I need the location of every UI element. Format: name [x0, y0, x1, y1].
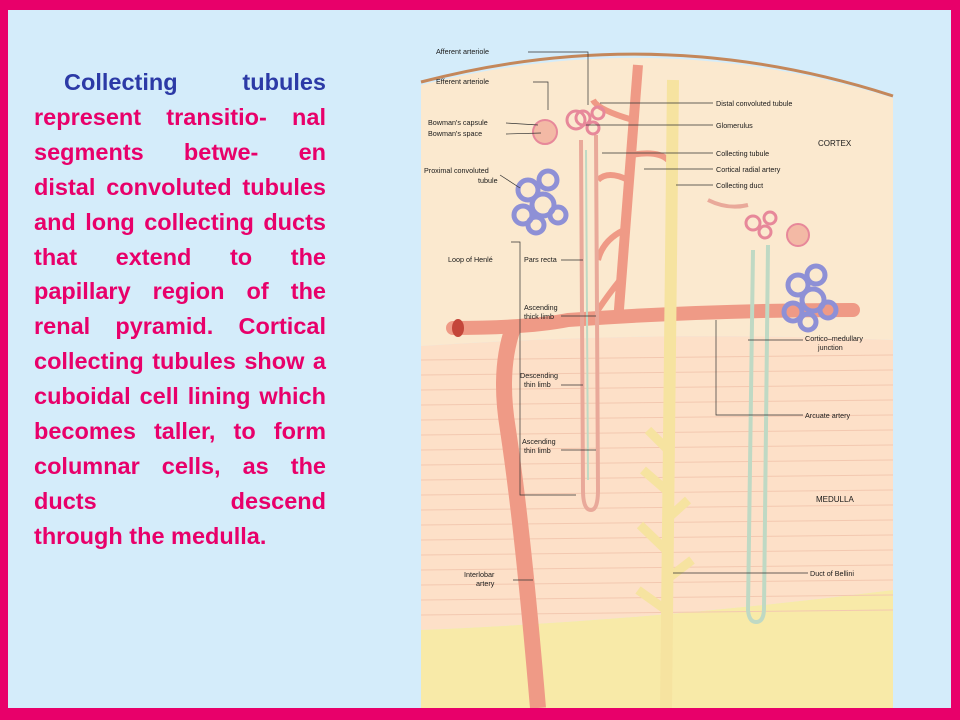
leader-lines: [499, 51, 808, 581]
nephron-diagram: Afferent arteriole Efferent arteriole Bo…: [420, 47, 894, 708]
collecting-duct-vessel: [660, 79, 679, 708]
collecting-tubule-right: [707, 198, 749, 209]
artery-cut-end: [452, 319, 464, 337]
body-text: represent transitio- nal segments betwe-…: [34, 103, 326, 514]
label-ascending-thick-1: Ascending: [524, 303, 558, 312]
label-loop-of-henle: Loop of Henlé: [448, 255, 493, 264]
renal-capsule: [420, 52, 894, 98]
cortical-radial-artery-vessel: [613, 64, 643, 323]
label-duct-of-bellini: Duct of Bellini: [810, 569, 854, 578]
glomerulus-left-2: [565, 109, 587, 131]
last-line-text: through the medulla.: [34, 522, 267, 549]
duct-branches: [635, 426, 695, 614]
label-interlobar-1: Interlobar: [464, 570, 495, 579]
label-arcuate-artery: Arcuate artery: [805, 411, 851, 420]
radial-branches: [590, 98, 671, 312]
label-ascending-thick-2: thick limb: [524, 312, 554, 321]
label-proximal-convoluted-1: Proximal convoluted: [424, 166, 489, 175]
lead-phrase: Collecting tubules: [64, 69, 326, 95]
description-text: Collecting tubules represent transitio- …: [34, 65, 326, 554]
distal-tubule-coil-right: [744, 210, 778, 240]
label-afferent-arteriole: Afferent arteriole: [436, 47, 489, 56]
label-descending-thin-1: Descending: [520, 371, 558, 380]
loop-of-henle-left: [579, 134, 601, 513]
label-cortical-radial: Cortical radial artery: [716, 165, 781, 174]
slide: Collecting tubules represent transitio- …: [8, 10, 951, 708]
label-ascending-thin-1: Ascending: [522, 437, 556, 446]
interlobar-artery-vessel: [496, 325, 546, 708]
glomerulus-left-1: [532, 119, 558, 145]
proximal-tubule-coil-right: [781, 263, 839, 333]
label-ascending-thin-2: thin limb: [524, 446, 551, 455]
label-efferent-arteriole: Efferent arteriole: [436, 77, 489, 86]
label-interlobar-2: artery: [476, 579, 495, 588]
proximal-tubule-coil-left: [511, 168, 569, 236]
label-cortico-medullary-2: junction: [817, 343, 843, 352]
distal-tubule-coil-left: [574, 105, 606, 136]
loop-of-henle-left-inner: [585, 149, 589, 481]
label-glomerulus: Glomerulus: [716, 121, 753, 130]
label-bowmans-space: Bowman's space: [428, 129, 482, 138]
label-cortico-medullary-1: Cortico–medullary: [805, 334, 863, 343]
glomerulus-right: [786, 223, 810, 247]
label-collecting-duct: Collecting duct: [716, 181, 763, 190]
label-distal-convoluted: Distal convoluted tubule: [716, 99, 792, 108]
loop-of-henle-right: [745, 244, 770, 625]
label-bowmans-capsule: Bowman's capsule: [428, 118, 488, 127]
label-pars-recta: Pars recta: [524, 255, 557, 264]
label-collecting-tubule: Collecting tubule: [716, 149, 769, 158]
label-medulla: MEDULLA: [816, 495, 854, 504]
label-cortex: CORTEX: [818, 139, 852, 148]
label-descending-thin-2: thin limb: [524, 380, 551, 389]
label-proximal-convoluted-2: tubule: [478, 176, 498, 185]
